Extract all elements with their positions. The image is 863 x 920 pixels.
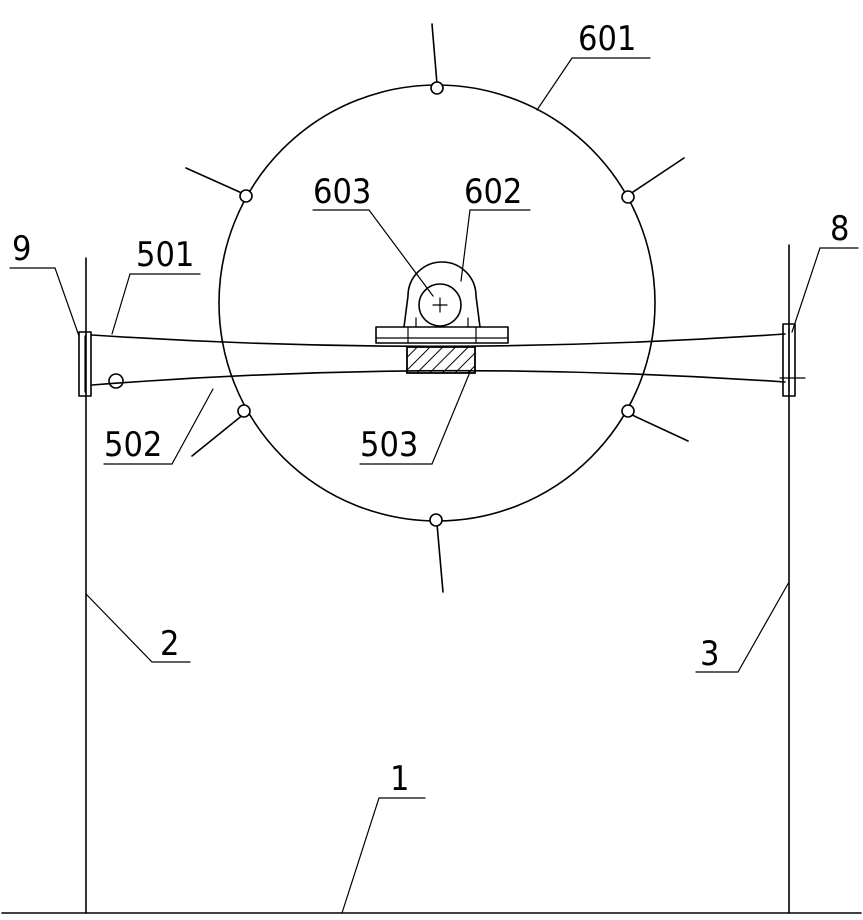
right-end-plate	[782, 323, 796, 397]
callout-501: 501	[136, 235, 194, 275]
callout-502: 502	[104, 425, 162, 465]
wheel-paddles	[185, 23, 689, 593]
left-end-plate	[78, 331, 92, 397]
callout-8: 8	[830, 209, 849, 249]
leader-lines	[9, 57, 859, 914]
spring-upper-leaf	[91, 333, 786, 348]
callout-601: 601	[578, 19, 636, 59]
callout-503: 503	[360, 425, 418, 465]
shaft-circle	[418, 283, 462, 327]
left-pin	[108, 373, 124, 389]
bearing-base-plate	[375, 326, 509, 344]
callout-603: 603	[313, 172, 371, 212]
bearing-housing	[403, 261, 481, 328]
callout-2: 2	[160, 624, 179, 664]
center-block	[406, 346, 476, 374]
callout-3: 3	[700, 634, 719, 674]
callout-602: 602	[464, 172, 522, 212]
callout-1: 1	[390, 759, 409, 799]
callout-9: 9	[12, 229, 31, 269]
wheel-circle	[218, 84, 656, 522]
